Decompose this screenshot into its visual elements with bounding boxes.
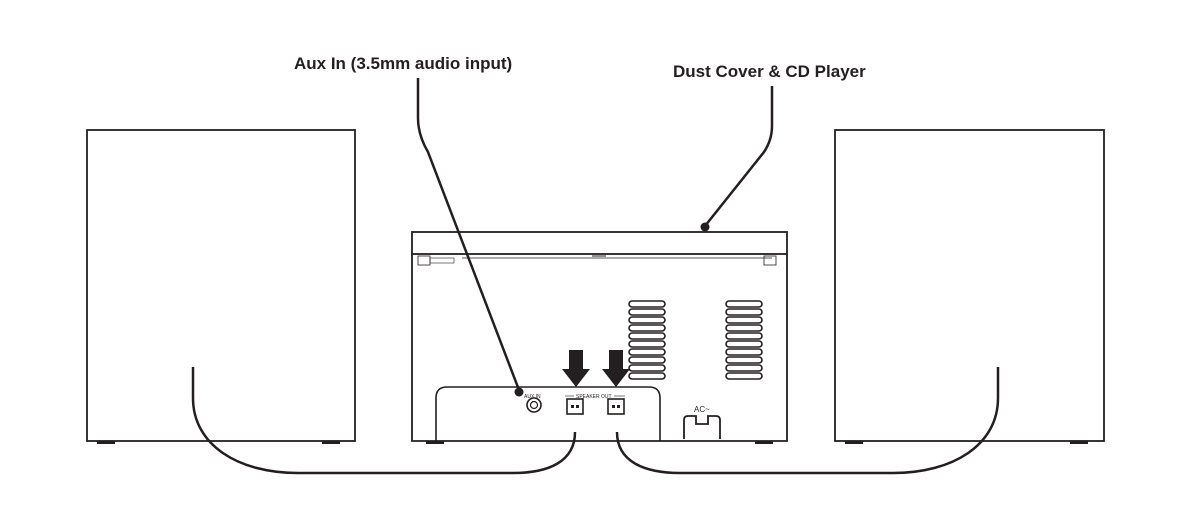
dust-cover: [411, 231, 788, 255]
dust-cover-leader-dot: [700, 222, 710, 232]
main-unit-foot-right: [755, 441, 773, 444]
down-arrow-icon: [562, 350, 590, 387]
right-speaker-foot-right: [1070, 441, 1088, 444]
rear-panel: [435, 386, 661, 441]
aux-in-leader-dot: [514, 387, 524, 397]
aux-in-jack: AUX IN: [524, 394, 542, 413]
ac-panel-label: AC~: [694, 405, 710, 414]
main-unit: AUX IN SPEAKER OUT AC~: [411, 231, 788, 444]
speaker-out-right-terminal: [607, 398, 625, 415]
dust-cover-leader-line: [704, 86, 774, 227]
main-unit-foot-left: [426, 441, 444, 444]
aux-in-leader-line: [416, 78, 521, 391]
ac-inlet: AC~: [683, 405, 721, 439]
left-speaker-foot-left: [97, 441, 115, 444]
down-arrow-icon: [602, 350, 630, 387]
left-speaker-foot-right: [322, 441, 340, 444]
vent-left: [628, 300, 666, 380]
right-speaker-foot-left: [845, 441, 863, 444]
left-speaker-cable: [191, 367, 577, 475]
speaker-out-panel-label: SPEAKER OUT: [576, 394, 612, 400]
vent-right: [725, 300, 763, 380]
aux-in-panel-label: AUX IN: [524, 394, 541, 400]
aux-in-label: Aux In (3.5mm audio input): [294, 54, 512, 73]
dust-cover-label: Dust Cover & CD Player: [673, 62, 866, 81]
right-speaker: [834, 129, 1105, 444]
left-speaker: [86, 129, 356, 444]
right-speaker-cable: [615, 367, 1000, 475]
speaker-out-left-terminal: [566, 398, 584, 415]
